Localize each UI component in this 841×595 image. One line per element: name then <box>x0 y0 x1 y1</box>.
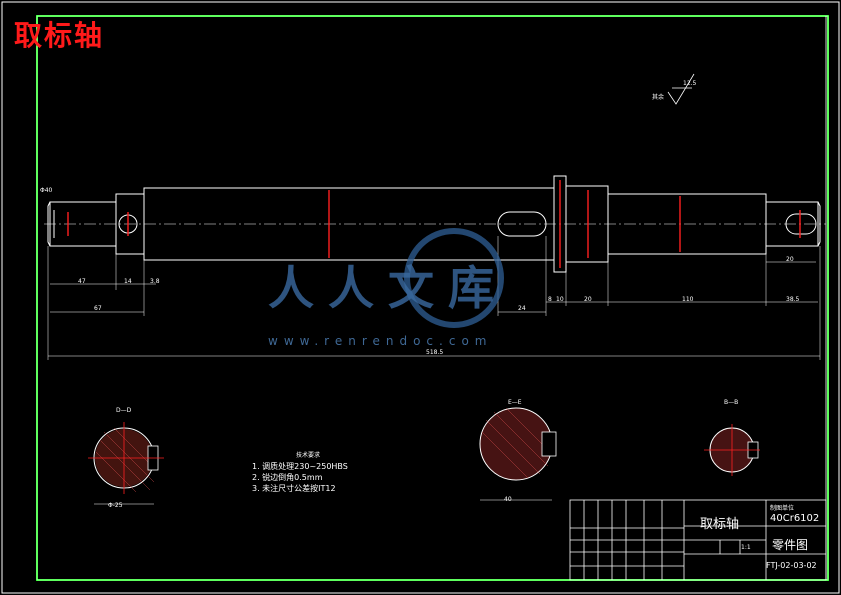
dim-8: 8 <box>548 296 552 303</box>
title-block-material: 40Cr6102 <box>770 513 820 524</box>
dimension-lines <box>47 236 821 360</box>
shaft-outline <box>47 175 821 273</box>
dim-14: 14 <box>124 278 132 285</box>
watermark-chars: 人人文库 <box>268 261 508 315</box>
roughness-label: 其余 <box>652 94 665 101</box>
dim-10: 10 <box>556 296 564 303</box>
section-dd-label: D—D <box>116 407 132 414</box>
dim-38-5: 38.5 <box>786 296 800 303</box>
note-item-2: 2. 锐边倒角0.5mm <box>252 473 323 482</box>
section-ee-view <box>479 407 557 501</box>
notes-header: 技术要求 <box>296 452 321 459</box>
section-ee-label: E—E <box>508 399 522 406</box>
dim-47: 47 <box>78 278 86 285</box>
dim-20-key: 20 <box>786 256 794 263</box>
dim-3-8: 3.8 <box>150 278 160 285</box>
section-bb-view <box>704 424 760 476</box>
dim-24: 24 <box>518 305 526 312</box>
note-item-1: 1. 调质处理230~250HBS <box>252 462 348 471</box>
watermark-url: www.renrendoc.com <box>268 334 493 348</box>
note-item-3: 3. 未注尺寸公差按IT12 <box>252 484 336 493</box>
title-block <box>569 499 827 581</box>
technical-notes: 技术要求 1. 调质处理230~250HBS 2. 锐边倒角0.5mm 3. 未… <box>252 452 348 494</box>
roughness-value: 12.5 <box>683 80 697 87</box>
section-dd-view <box>88 422 164 505</box>
roughness-symbol <box>667 73 695 105</box>
dim-total: 518.5 <box>426 349 444 356</box>
dim-110: 110 <box>682 296 694 303</box>
dim-20: 20 <box>584 296 592 303</box>
title-block-scale: 1:1 <box>741 544 751 551</box>
title-block-drawing-no: FTJ-02-03-02 <box>766 561 817 570</box>
dim-section-ee: 40 <box>504 496 512 503</box>
title-block-unit: 制图单位 <box>770 505 795 512</box>
dim-section-dd: Φ-25 <box>108 502 123 509</box>
title-block-drawing-type: 零件图 <box>772 538 809 552</box>
title-block-part-name: 取标轴 <box>700 517 740 532</box>
drawing-title: 取标轴 <box>14 19 105 52</box>
section-marks <box>67 180 801 268</box>
section-bb-label: B—B <box>724 399 739 406</box>
dim-diameter-left: Φ40 <box>40 187 53 194</box>
watermark-logo-circle <box>404 228 504 328</box>
dim-67: 67 <box>94 305 102 312</box>
